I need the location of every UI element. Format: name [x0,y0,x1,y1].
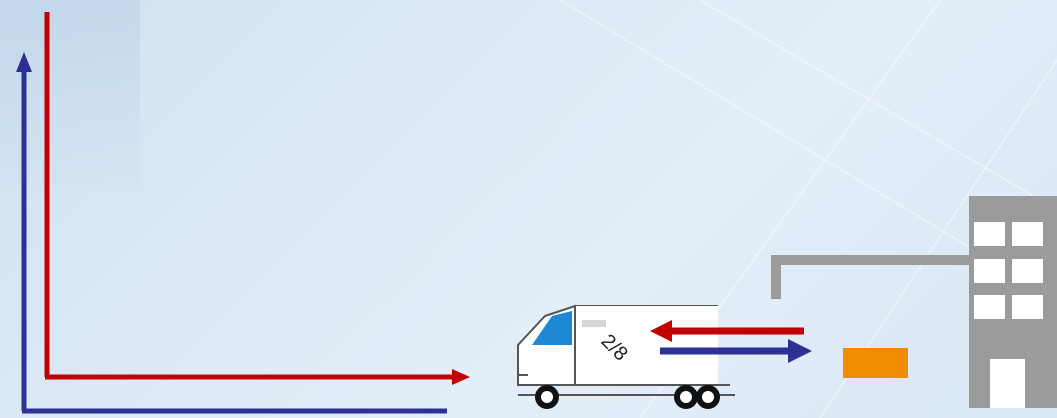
orange-package-icon [843,348,908,378]
red-axis-arrow [45,12,470,385]
office-building-icon [969,196,1057,408]
building-connector [776,255,974,299]
building-door [990,359,1025,408]
blue-axis-arrow [16,52,447,411]
truck-tag [582,320,606,327]
rear-wheel-2 [699,388,717,406]
delivery-truck-icon: 2/8 [518,306,735,406]
rear-wheel-1 [677,388,695,406]
front-wheel [538,388,556,406]
